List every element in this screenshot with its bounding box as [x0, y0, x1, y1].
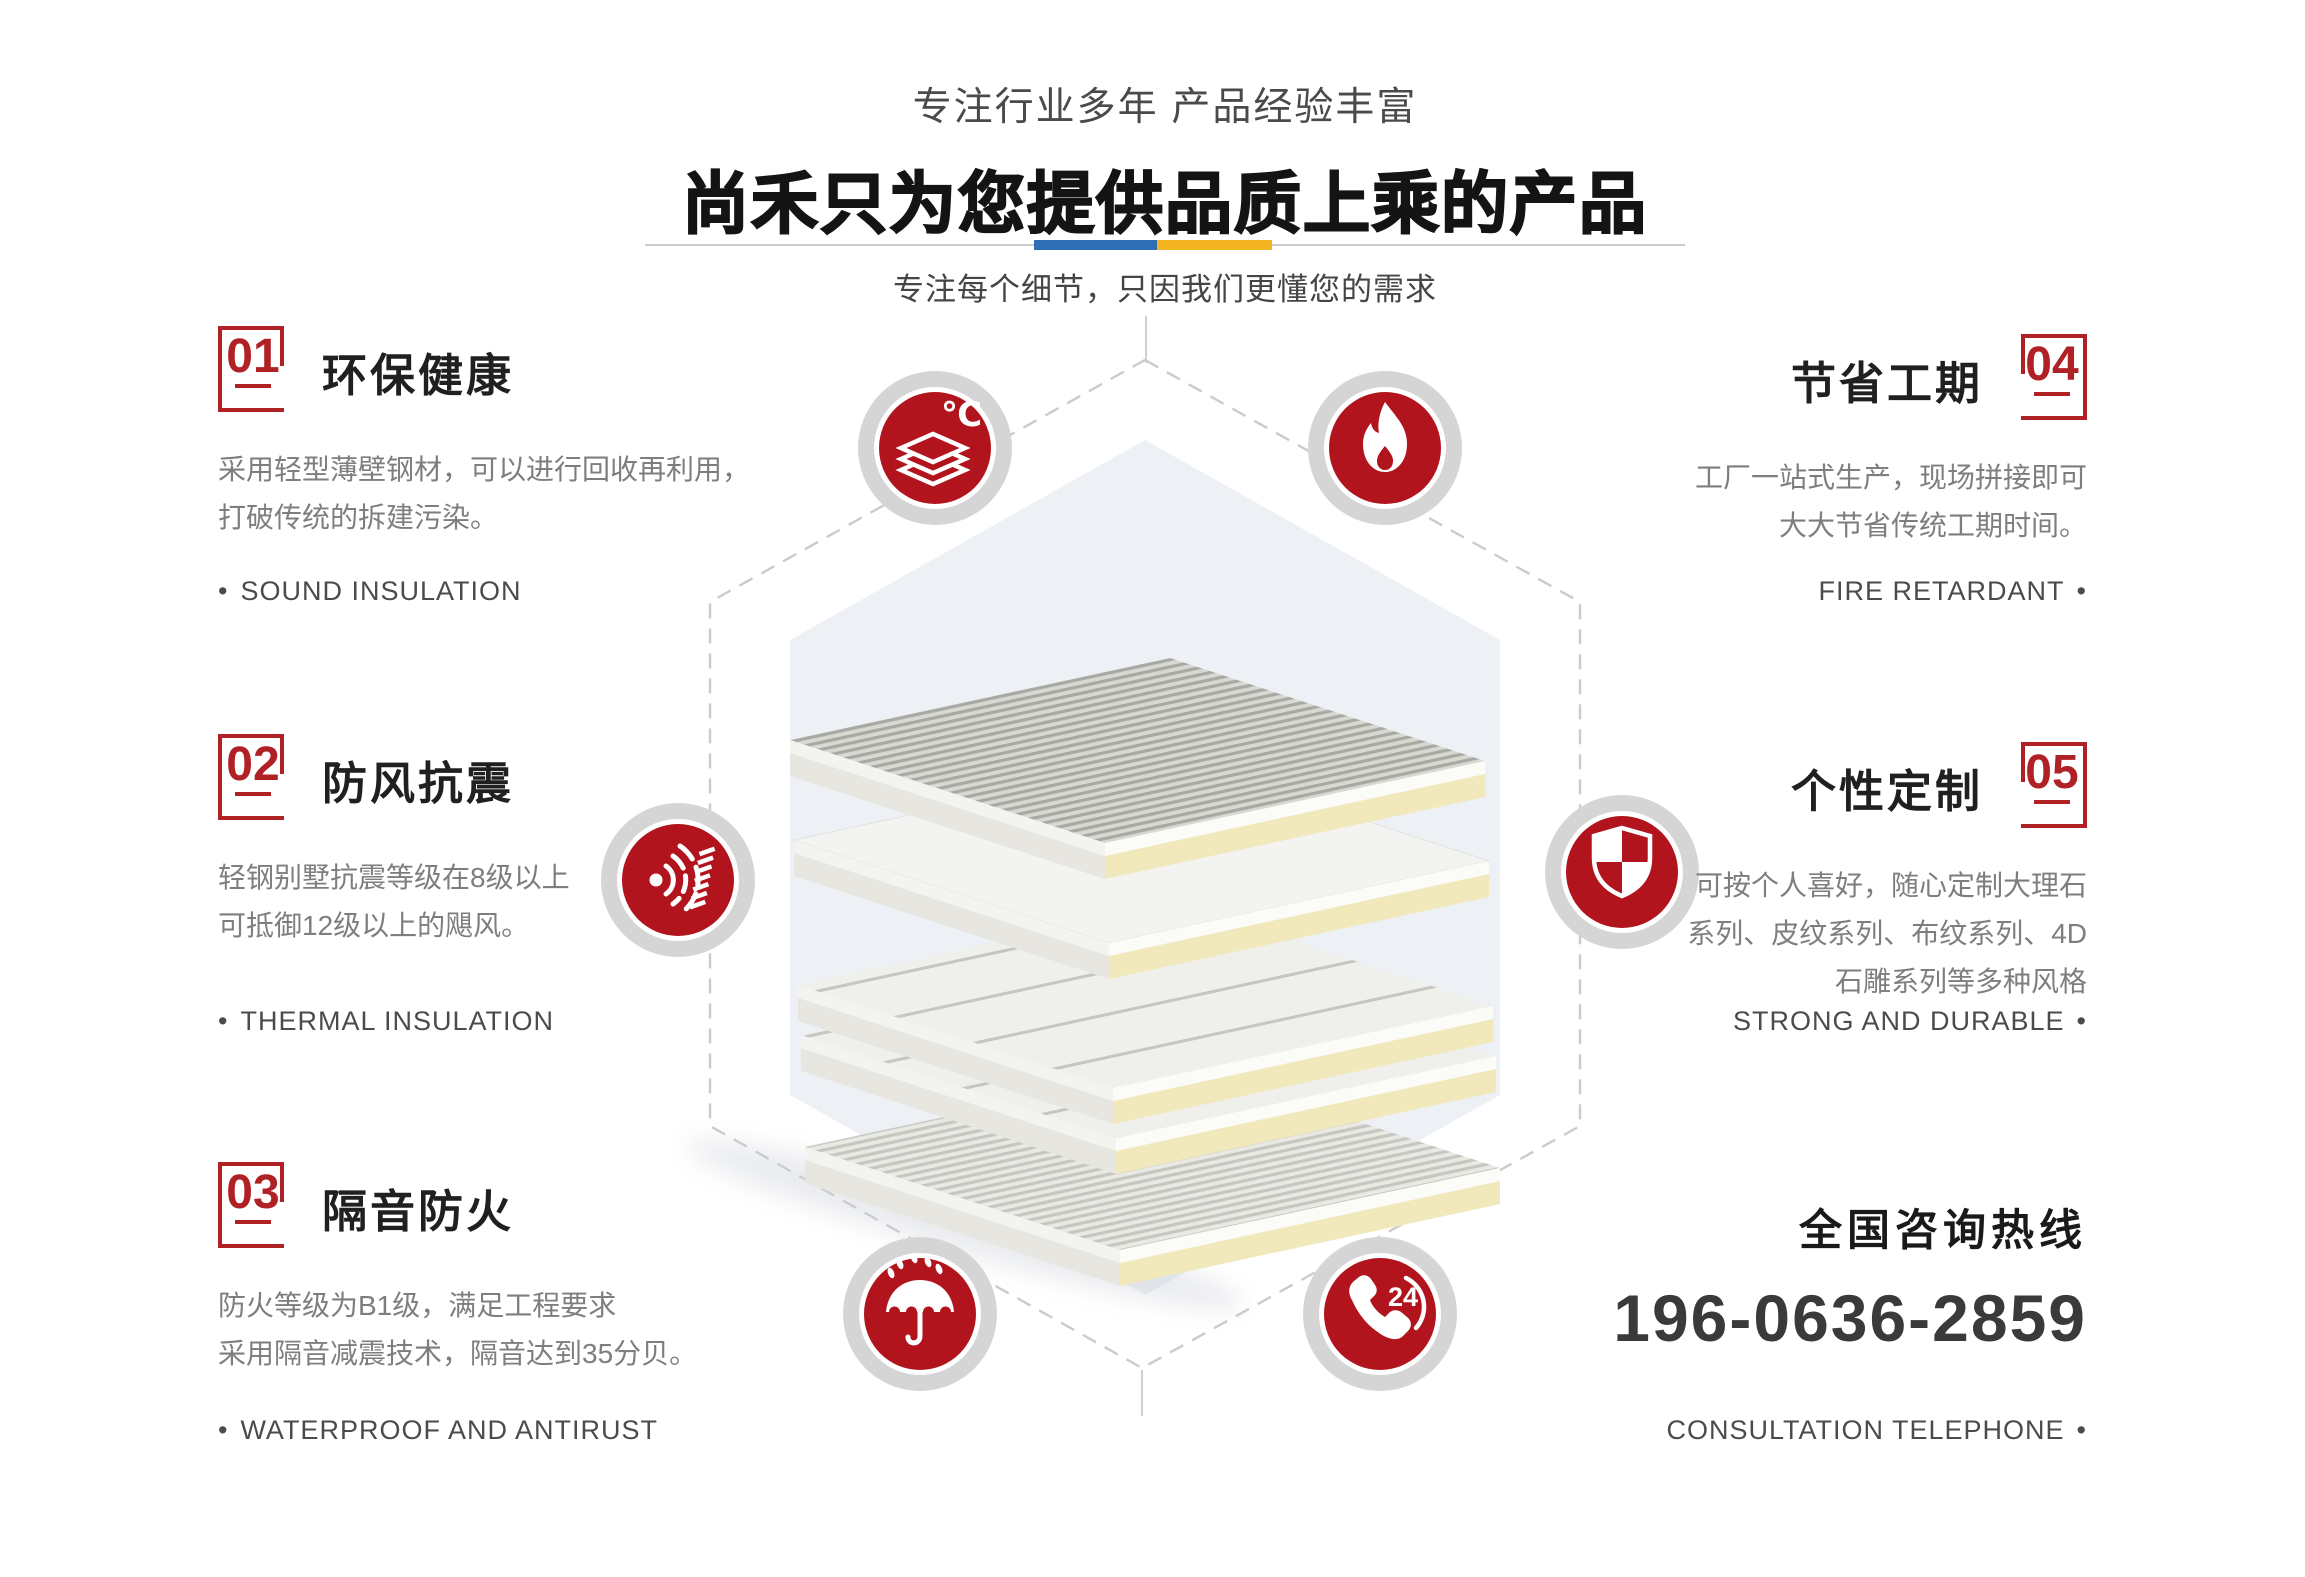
feature-block-05: 个性定制 05 可按个人喜好，随心定制大理石 系列、皮纹系列、布纹系列、4D 石… — [1447, 742, 2087, 1036]
feature-02-header: 02 防风抗震 — [218, 734, 858, 820]
caption-text: STRONG AND DURABLE — [1732, 1006, 2065, 1036]
feature-01-caption: • SOUND INSULATION — [218, 576, 858, 607]
feature-02-caption: • THERMAL INSULATION — [218, 1006, 858, 1037]
feature-03-header: 03 隔音防火 — [218, 1162, 858, 1248]
feature-05-description: 可按个人喜好，随心定制大理石 系列、皮纹系列、布纹系列、4D 石雕系列等多种风格 — [1687, 870, 2087, 997]
bullet: • — [2076, 576, 2087, 606]
feature-01-number-box: 01 — [218, 326, 284, 412]
feature-02-title: 防风抗震 — [322, 758, 515, 809]
feature-02-description: 轻钢别墅抗震等级在8级以上 可抵御12级以上的飓风。 — [218, 862, 570, 941]
bullet: • — [2076, 1006, 2087, 1036]
feature-01-title: 环保健康 — [322, 350, 515, 401]
divider-blue-segment — [1034, 240, 1157, 250]
flame-icon — [1307, 370, 1463, 526]
caption-text: FIRE RETARDANT — [1818, 576, 2065, 606]
feature-05-number-box: 05 — [2021, 742, 2087, 828]
shield-check-icon — [1544, 794, 1700, 950]
bullet: • — [2076, 1415, 2087, 1445]
feature-03-number: 03 — [226, 1166, 280, 1219]
feature-05-title: 个性定制 — [1790, 766, 1983, 817]
feature-block-04: 节省工期 04 工厂一站式生产，现场拼接即可 大大节省传统工期时间。 FIRE … — [1447, 334, 2087, 606]
hotline-phone-number: 196-0636-2859 — [1613, 1281, 2087, 1355]
caption-text: CONSULTATION TELEPHONE — [1666, 1415, 2065, 1445]
umbrella-rain-icon — [842, 1236, 998, 1392]
feature-02-number-box: 02 — [218, 734, 284, 820]
sound-waves-icon — [600, 802, 756, 958]
feature-01-number: 01 — [226, 330, 280, 383]
feature-05-number: 05 — [2025, 746, 2079, 799]
bullet: • — [218, 1006, 229, 1036]
feature-01-description: 采用轻型薄壁钢材，可以进行回收再利用， 打破传统的拆建污染。 — [218, 454, 751, 533]
feature-04-title: 节省工期 — [1790, 358, 1983, 409]
header-subtitle: 专注每个细节，只因我们更懂您的需求 — [893, 272, 1437, 307]
hotline-block: 全国咨询热线 196-0636-2859 CONSULTATION TELEPH… — [1447, 1196, 2087, 1445]
header-tagline: 专注行业多年 产品经验丰富 — [912, 86, 1418, 129]
feature-05-caption: STRONG AND DURABLE • — [1447, 1006, 2087, 1037]
feature-05-number-underline — [2034, 799, 2070, 804]
feature-03-title: 隔音防火 — [322, 1186, 515, 1237]
feature-04-caption: FIRE RETARDANT • — [1447, 576, 2087, 607]
feature-05-header: 个性定制 05 — [1447, 742, 2087, 828]
hotline-label: 全国咨询热线 — [1799, 1207, 2087, 1255]
caption-text: SOUND INSULATION — [240, 576, 522, 606]
feature-03-description: 防火等级为B1级，满足工程要求 采用隔音减震技术，隔音达到35分贝。 — [218, 1290, 698, 1369]
feature-02-number-underline — [235, 791, 271, 796]
phone-24h-icon: 24 — [1302, 1236, 1458, 1392]
divider-yellow-segment — [1157, 240, 1272, 250]
page-title: 尚禾只为您提供品质上乘的产品 — [681, 166, 1648, 243]
bullet: • — [218, 576, 229, 606]
feature-04-number: 04 — [2025, 338, 2079, 391]
feature-04-header: 节省工期 04 — [1447, 334, 2087, 420]
feature-02-number: 02 — [226, 738, 280, 791]
feature-04-number-underline — [2034, 391, 2070, 396]
hotline-caption: CONSULTATION TELEPHONE • — [1666, 1415, 2087, 1446]
feature-03-number-box: 03 — [218, 1162, 284, 1248]
feature-03-caption: • WATERPROOF AND ANTIRUST — [218, 1415, 858, 1446]
feature-block-02: 02 防风抗震 轻钢别墅抗震等级在8级以上 可抵御12级以上的飓风。 • THER… — [218, 734, 858, 1036]
svg-text:24: 24 — [1388, 1282, 1418, 1312]
svg-text:℃: ℃ — [941, 395, 982, 435]
caption-text: WATERPROOF AND ANTIRUST — [240, 1415, 658, 1445]
feature-01-number-underline — [235, 383, 271, 388]
feature-04-number-box: 04 — [2021, 334, 2087, 420]
title-divider — [645, 240, 1685, 250]
feature-03-number-underline — [235, 1219, 271, 1224]
feature-block-01: 01 环保健康 采用轻型薄壁钢材，可以进行回收再利用， 打破传统的拆建污染。 •… — [218, 326, 858, 606]
caption-text: THERMAL INSULATION — [240, 1006, 554, 1036]
bullet: • — [218, 1415, 229, 1445]
layers-temperature-icon: ℃ — [857, 370, 1013, 526]
feature-block-03: 03 隔音防火 防火等级为B1级，满足工程要求 采用隔音减震技术，隔音达到35分… — [218, 1162, 858, 1445]
feature-01-header: 01 环保健康 — [218, 326, 858, 412]
feature-04-description: 工厂一站式生产，现场拼接即可 大大节省传统工期时间。 — [1694, 462, 2087, 541]
